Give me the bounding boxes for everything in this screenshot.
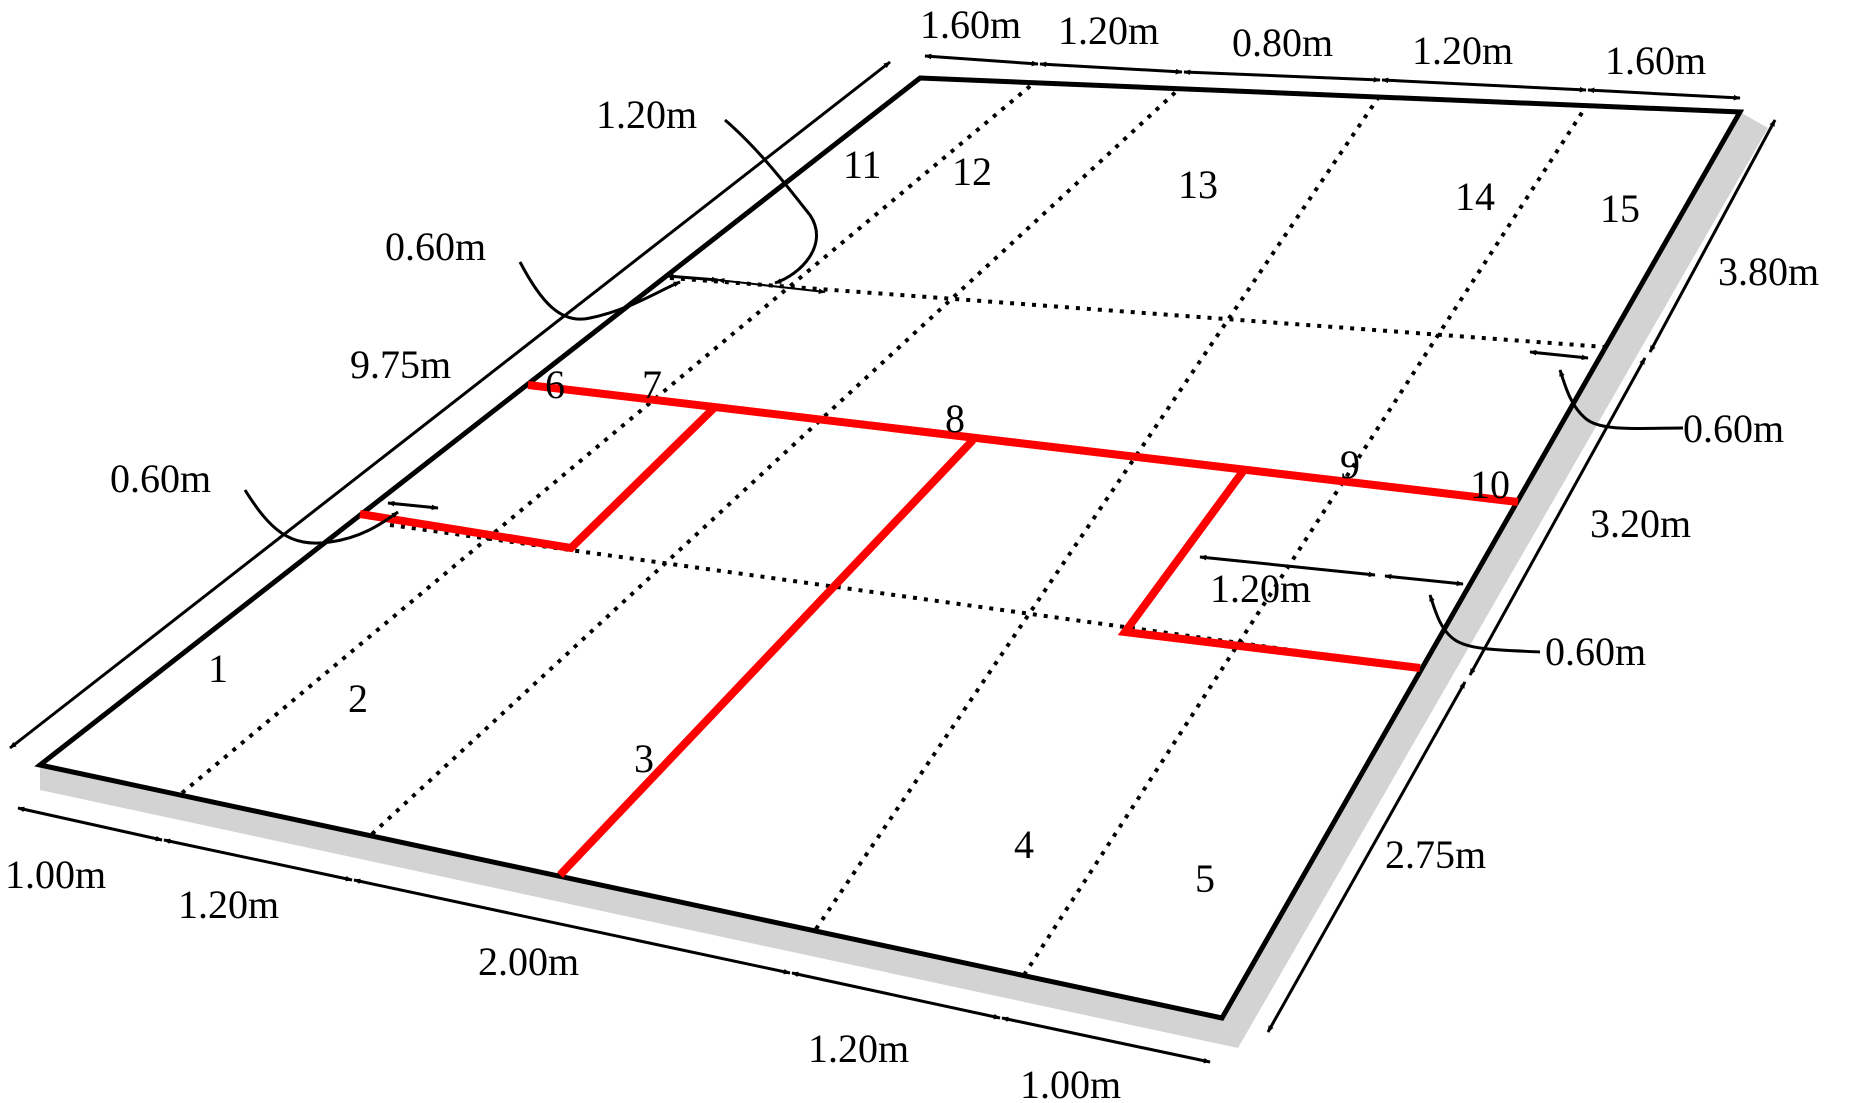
court-outline	[34, 75, 1745, 1021]
dim-label-right-offset-low: 0.60m	[1545, 629, 1646, 674]
dotted-longitudinal-lines	[180, 80, 1587, 977]
dim-label-right-1: 3.80m	[1718, 249, 1819, 294]
zone-number: 9	[1340, 442, 1360, 487]
zone-number: 10	[1470, 462, 1510, 507]
leader-curves	[243, 118, 1684, 654]
dim-label-offset-top: 1.20m	[596, 92, 697, 137]
dim-label-bottom-4: 1.20m	[808, 1026, 909, 1071]
zone-number: 3	[634, 736, 654, 781]
dim-label-top-4: 1.20m	[1412, 28, 1513, 73]
zone-numbers: 1 2 3 4 5 6 7 8 9 10 11 12 13 14 15	[208, 142, 1640, 901]
dim-label-bottom-1: 1.00m	[5, 852, 106, 897]
dim-label-length: 9.75m	[350, 342, 451, 387]
zone-number: 7	[642, 362, 662, 407]
dim-label-offset-low: 0.60m	[110, 456, 211, 501]
dimension-labels: 1.60m 1.20m 0.80m 1.20m 1.60m 1.00m 1.20…	[5, 2, 1819, 1103]
dim-label-right-offset-top: 0.60m	[1683, 406, 1784, 451]
zone-number: 4	[1014, 822, 1034, 867]
dim-label-top-5: 1.60m	[1605, 38, 1706, 83]
dim-label-top-1: 1.60m	[920, 2, 1021, 47]
zone-number: 14	[1455, 174, 1495, 219]
dim-label-inner-width: 1.20m	[1210, 566, 1311, 611]
zone-number: 13	[1178, 162, 1218, 207]
dim-label-bottom-3: 2.00m	[478, 939, 579, 984]
dim-label-top-3: 0.80m	[1232, 20, 1333, 65]
zone-number: 12	[952, 149, 992, 194]
zone-number: 8	[945, 396, 965, 441]
dim-label-right-3: 2.75m	[1385, 832, 1486, 877]
dimension-lines	[9, 53, 1777, 1064]
dim-label-right-2: 3.20m	[1590, 501, 1691, 546]
zone-number: 11	[843, 142, 882, 187]
zone-number: 5	[1195, 856, 1215, 901]
zone-number: 2	[348, 676, 368, 721]
zone-number: 6	[545, 362, 565, 407]
dim-label-offset-mid: 0.60m	[385, 224, 486, 269]
dim-label-bottom-5: 1.00m	[1020, 1062, 1121, 1103]
zone-number: 15	[1600, 186, 1640, 231]
zone-number: 1	[208, 646, 228, 691]
dim-label-bottom-2: 1.20m	[178, 882, 279, 927]
dim-label-top-2: 1.20m	[1058, 8, 1159, 53]
